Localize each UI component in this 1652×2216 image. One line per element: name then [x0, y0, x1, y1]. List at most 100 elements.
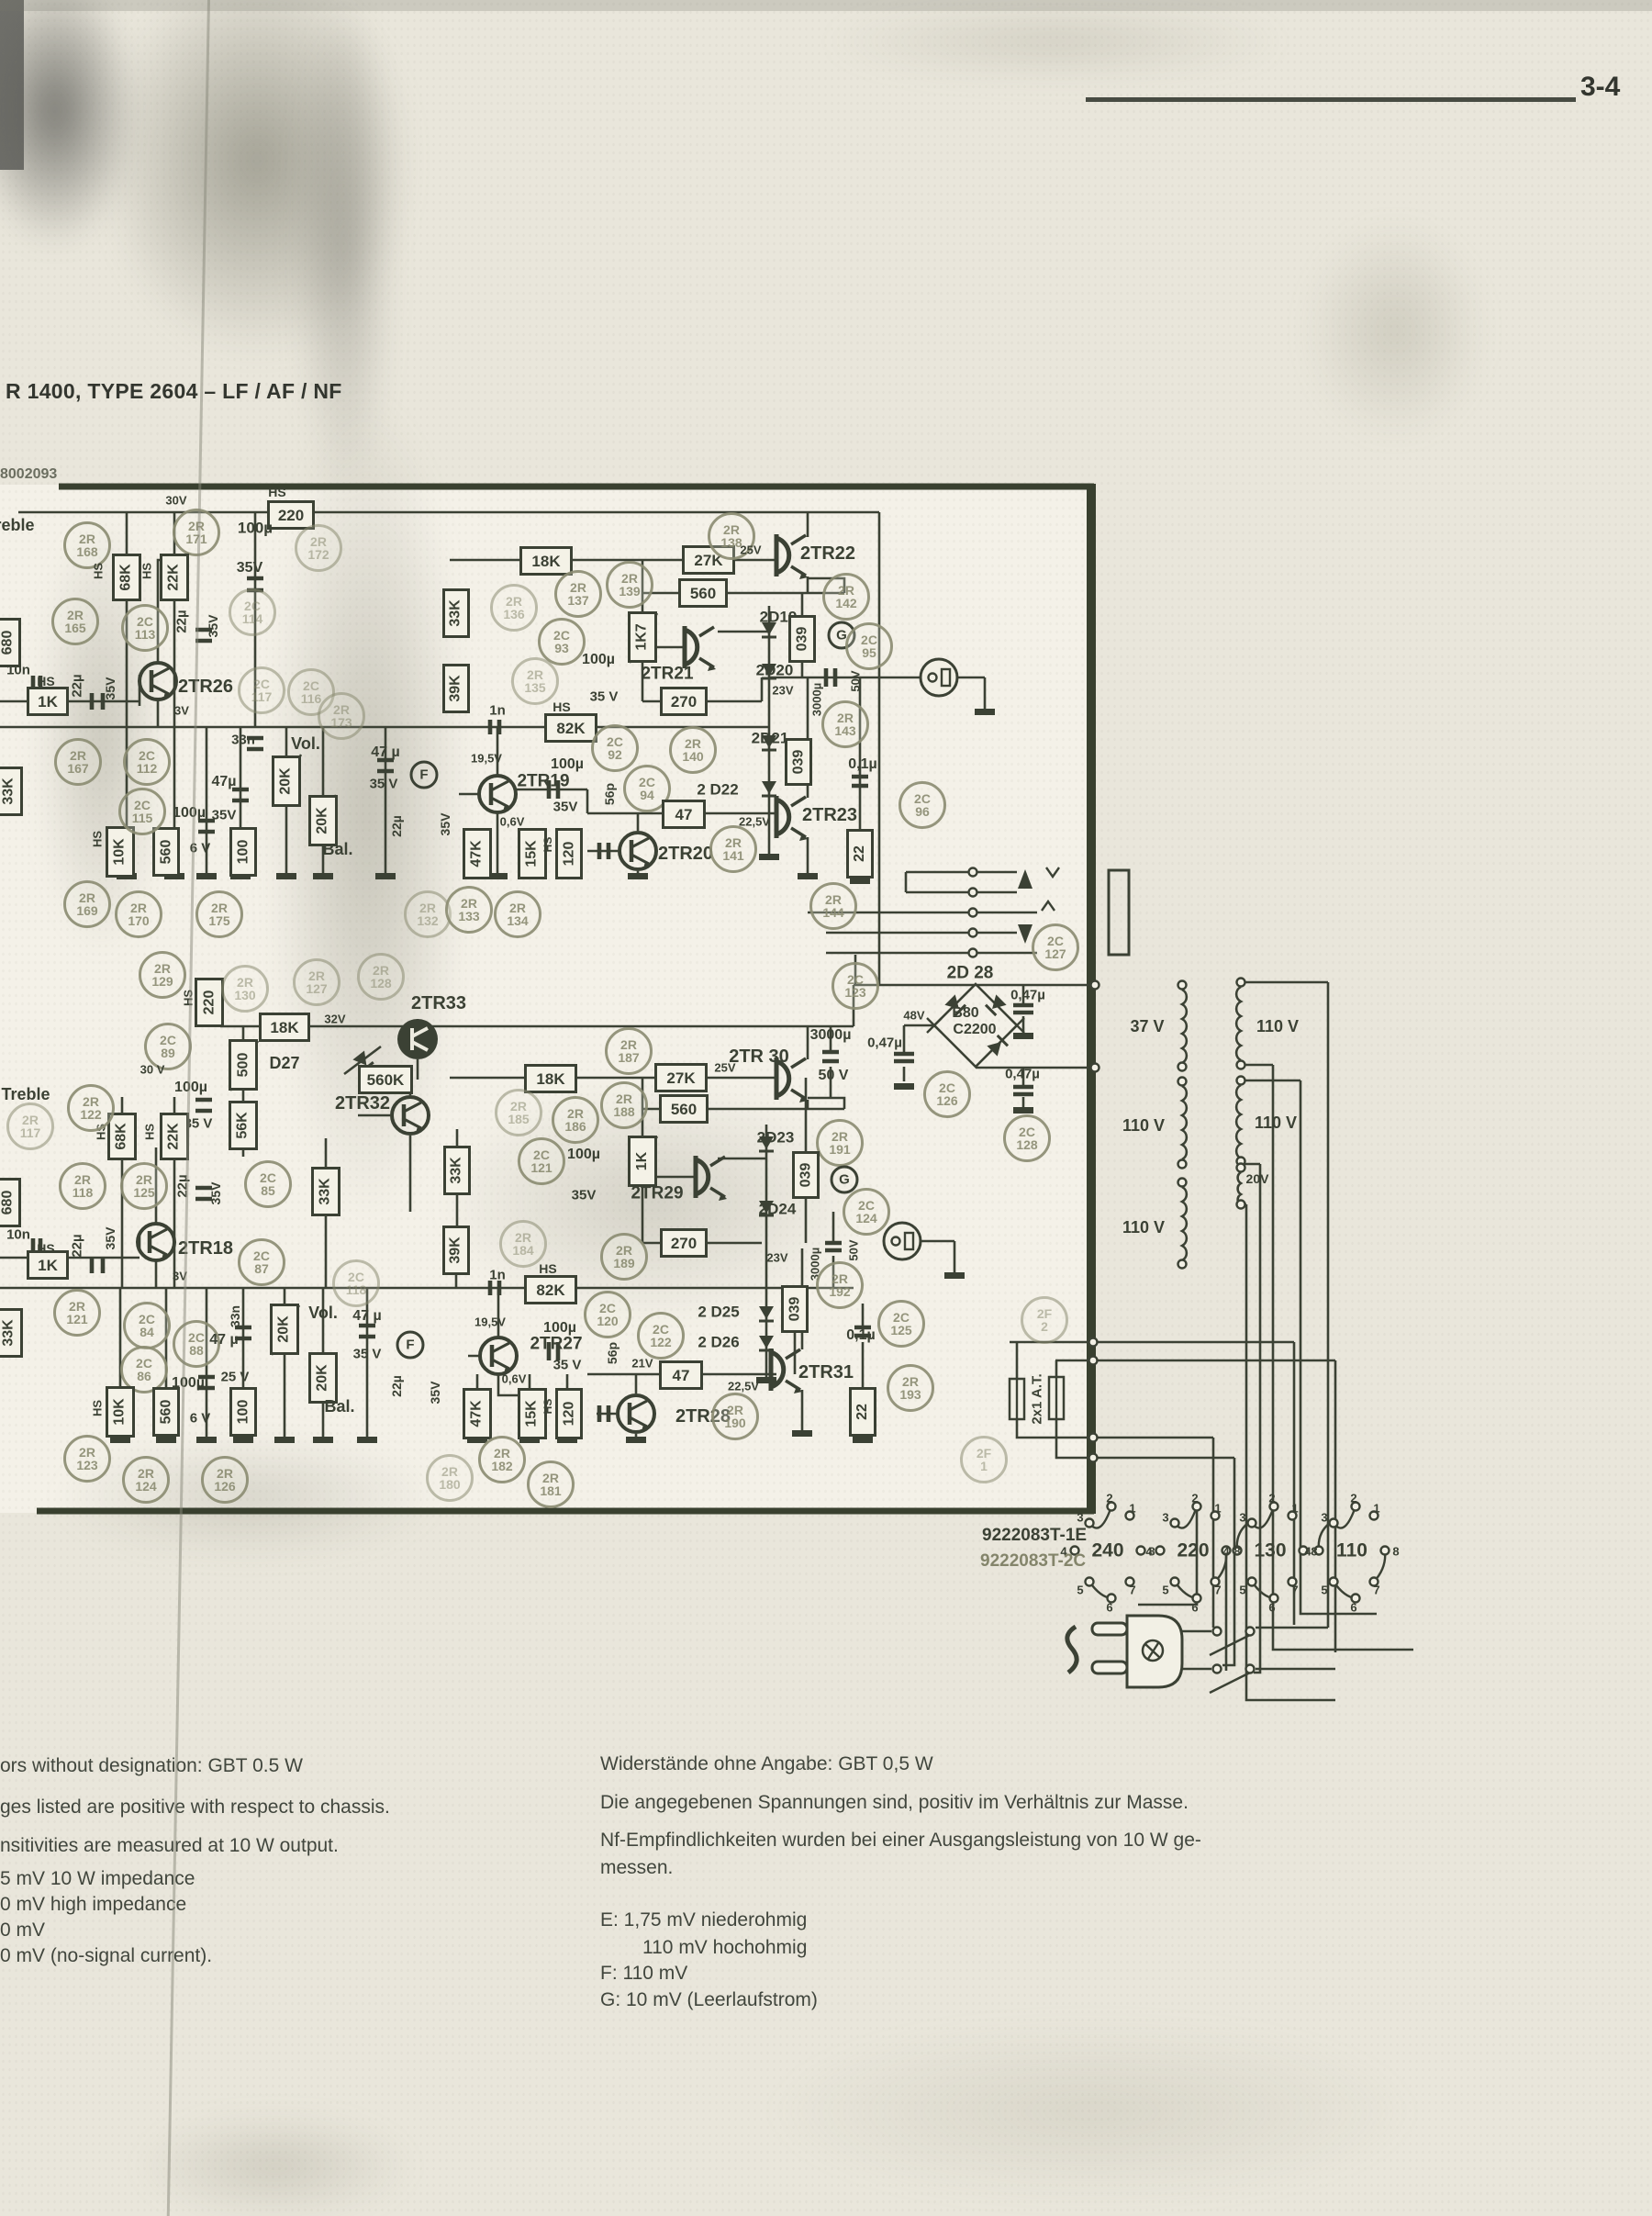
page-title: R 1400, TYPE 2604 – LF / AF / NF [6, 379, 342, 403]
schematic-label: 47 [659, 1360, 703, 1390]
schematic-label: Bal. [324, 1397, 355, 1416]
schematic-label: 0,6V [501, 1371, 527, 1386]
schematic-label: 4 [1304, 1544, 1312, 1559]
schematic-label: 20K [308, 1352, 338, 1404]
schematic-label: 039 [792, 1151, 820, 1199]
schematic-label: HS [90, 1399, 105, 1417]
schematic-label: 560K [358, 1065, 413, 1094]
schematic-label: HS [37, 674, 55, 688]
schematic-label: Vol. [308, 1304, 338, 1322]
schematic-label: 3 [1321, 1510, 1328, 1525]
schematic-label: 50V [846, 1239, 861, 1261]
schematic-label: 8 [1311, 1544, 1318, 1559]
schematic-label: 2 [1191, 1491, 1199, 1505]
schematic-label: 560 [152, 1387, 180, 1437]
schematic-label: 2D23 [756, 1128, 795, 1147]
note-de-item-g: G: 10 mV (Leerlaufstrom) [600, 1989, 818, 2010]
schematic-label: 35V [208, 1181, 223, 1205]
schematic-label: 7 [1373, 1583, 1380, 1597]
schematic-label: 1K [27, 687, 69, 716]
schematic-label: 2TR21 [641, 664, 694, 684]
schematic-label: 35V [206, 614, 220, 638]
schematic-label: 1 [1214, 1501, 1222, 1516]
schematic-label: 39K [442, 1226, 470, 1275]
schematic-label: 15K [518, 1388, 547, 1439]
schematic-label: 3 [1239, 1510, 1246, 1525]
schematic-label: 8 [1392, 1544, 1400, 1559]
schematic-label: 18K [524, 1064, 577, 1093]
schematic-label: 100µ [174, 1080, 207, 1095]
schematic-label: 32V [324, 1012, 346, 1026]
schematic-label: 25V [740, 543, 762, 557]
schematic-label: 220 [1177, 1539, 1210, 1561]
note-de-widerstaende: Widerstände ohne Angabe: GBT 0,5 W [600, 1753, 933, 1774]
schematic-label: 23V [772, 683, 794, 698]
schematic-label: Treble [1, 1085, 50, 1103]
schematic-label: 6 V [189, 1410, 211, 1427]
schematic-label: 35V [571, 1187, 597, 1203]
schematic-label: 68K [107, 1113, 137, 1160]
schematic-label: 21V [631, 1356, 653, 1371]
schematic-label: 6 [1106, 1600, 1113, 1615]
schematic-label: 33n [231, 732, 255, 748]
schematic-label: 47K [463, 828, 492, 879]
schematic-label: 2D24 [758, 1200, 797, 1218]
schematic-label: 1 [1373, 1501, 1380, 1516]
note-en-item-f: 0 mV [0, 1919, 46, 1941]
schematic-label: C2200 [953, 1022, 997, 1037]
schematic-label: 110 V [1256, 1017, 1300, 1035]
schematic-label: 10K [106, 1386, 135, 1438]
schematic-label: 5 [1321, 1583, 1328, 1597]
schematic-label: G [830, 1165, 859, 1194]
schematic-label: 560 [152, 827, 180, 877]
schematic-label: 20K [270, 1304, 299, 1355]
schematic-label: 110 V [1122, 1116, 1166, 1135]
note-de-item-e1: E: 1,75 mV niederohmig [600, 1909, 808, 1931]
schematic-label: 33K [442, 588, 470, 638]
corner-code: 8002093 [0, 466, 58, 482]
schematic-label: 1 [1291, 1501, 1299, 1516]
schematic-label: 23V [766, 1250, 788, 1265]
schematic-label: 220 [267, 500, 315, 530]
schematic-label: 6 V [189, 840, 211, 856]
schematic-label: 2TR20 [657, 844, 714, 864]
schematic-label: 110 V [1122, 1218, 1166, 1237]
schematic-label: 2 [1350, 1491, 1357, 1505]
schematic-label: 47µ [211, 774, 237, 789]
schematic-label: 2D19 [759, 608, 798, 626]
schematic-label: 130 [1254, 1539, 1287, 1561]
schematic-label: 240 [1091, 1539, 1124, 1561]
schematic-label: 37 V [1130, 1017, 1165, 1035]
schematic-label: 2TR 30 [729, 1046, 789, 1067]
schematic-label: 680 [0, 618, 21, 667]
schematic-label: 100µ [543, 1320, 576, 1336]
schematic-label: 0,47µ [1005, 1066, 1040, 1082]
